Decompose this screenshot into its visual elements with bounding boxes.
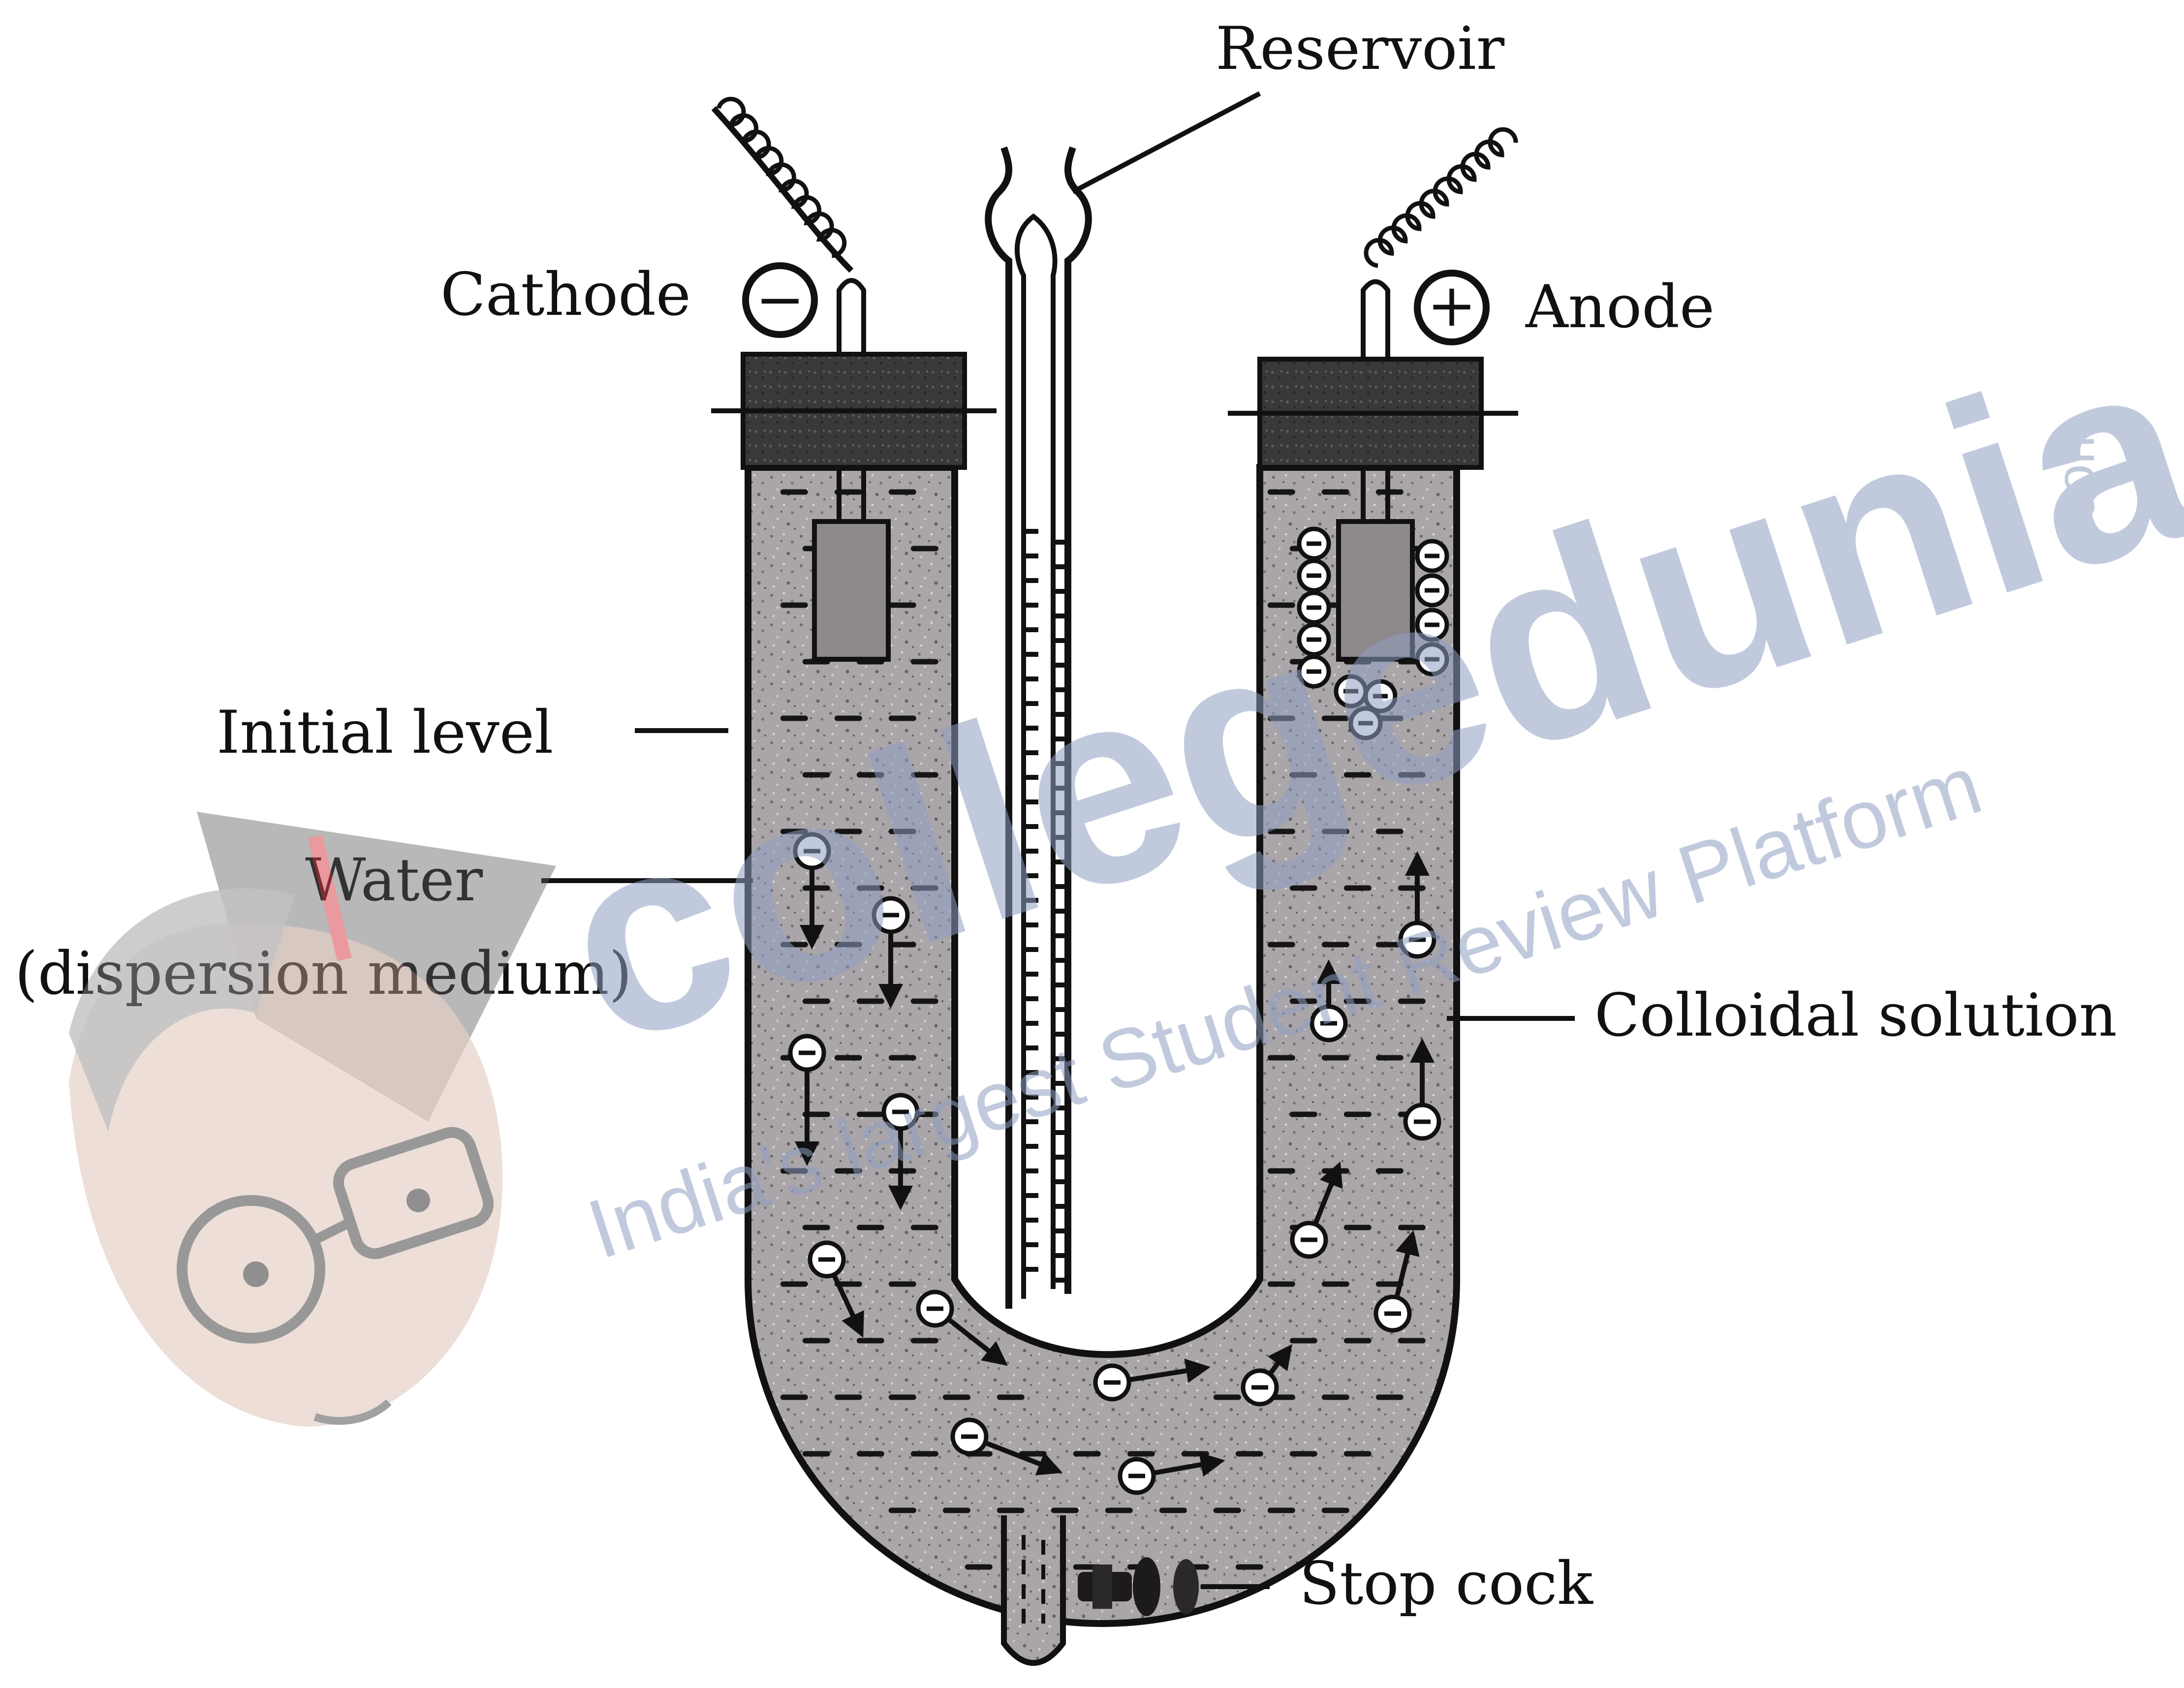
cathode-label: Cathode — [440, 261, 691, 329]
colloid-particle — [953, 1420, 986, 1453]
colloidal-solution-label: Colloidal solution — [1594, 982, 2117, 1050]
cathode-sign: − — [755, 266, 805, 334]
colloid-particle — [1120, 1459, 1154, 1493]
watermark-mascot — [69, 812, 556, 1427]
watermark-suffix: .com — [2045, 419, 2106, 536]
reservoir-leader — [1073, 93, 1260, 192]
reservoir-label: Reservoir — [1216, 15, 1505, 83]
colloid-particle — [1405, 1105, 1439, 1138]
anode-sign: + — [1427, 272, 1477, 340]
watermark: collegedunia .com India's largest Studen… — [69, 290, 2184, 1427]
colloid-particle — [1292, 1223, 1326, 1257]
colloid-particle — [1095, 1366, 1129, 1399]
anode-label: Anode — [1525, 273, 1715, 341]
stop-cock-label: Stop cock — [1299, 1550, 1593, 1618]
initial-level-label: Initial level — [217, 699, 553, 767]
colloid-particle — [918, 1292, 952, 1325]
colloid-particle — [1243, 1371, 1277, 1404]
colloid-particle — [1376, 1297, 1409, 1330]
colloid-particle — [810, 1243, 843, 1276]
